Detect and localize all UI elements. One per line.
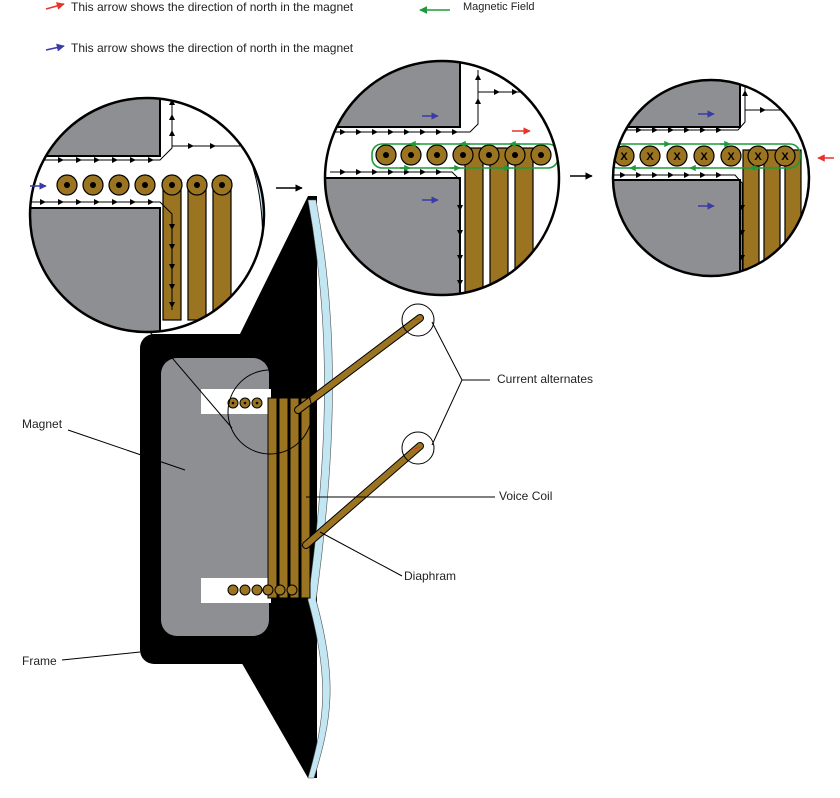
red-arrow-icon <box>45 2 65 10</box>
zoom-view-3: X X X X X X X <box>611 78 834 278</box>
coil-symbol-x: X <box>781 151 789 163</box>
zoom-region <box>227 369 313 455</box>
lead-end-top <box>401 303 435 337</box>
legend-red-text: This arrow shows the direction of north … <box>71 0 354 14</box>
zoom-view-2 <box>323 59 561 297</box>
lead-wire-bottom-fill <box>303 443 423 548</box>
label-voice-coil: Voice Coil <box>499 489 553 503</box>
lead-wire-top-fill <box>295 315 423 413</box>
speaker-cross-section <box>61 196 495 779</box>
legend <box>45 2 450 52</box>
lead-end-bottom <box>401 431 435 465</box>
coil-symbol-x: X <box>700 151 708 163</box>
coil-symbol-x: X <box>620 151 628 163</box>
diaphragm-leader <box>319 531 403 577</box>
magnet <box>161 358 269 636</box>
blue-arrow-icon <box>45 43 65 52</box>
zoom-view-1 <box>28 96 266 334</box>
legend-green-text: Magnetic Field <box>463 1 535 13</box>
magnet-leader <box>67 429 186 471</box>
label-current-alternates: Current alternates <box>497 372 594 386</box>
diaphragm <box>307 199 333 779</box>
voice-coil <box>227 397 311 599</box>
label-magnet: Magnet <box>22 417 63 431</box>
label-frame: Frame <box>22 654 57 668</box>
coil-symbol-x: X <box>673 151 681 163</box>
coil-symbol-x: X <box>727 151 735 163</box>
coil-symbol-x: X <box>646 151 654 163</box>
current-bracket <box>431 321 490 446</box>
legend-blue-text: This arrow shows the direction of north … <box>71 41 354 55</box>
frame-leader <box>61 651 141 661</box>
label-diaphragm: Diaphram <box>404 569 457 583</box>
coil-symbol-x: X <box>754 151 762 163</box>
